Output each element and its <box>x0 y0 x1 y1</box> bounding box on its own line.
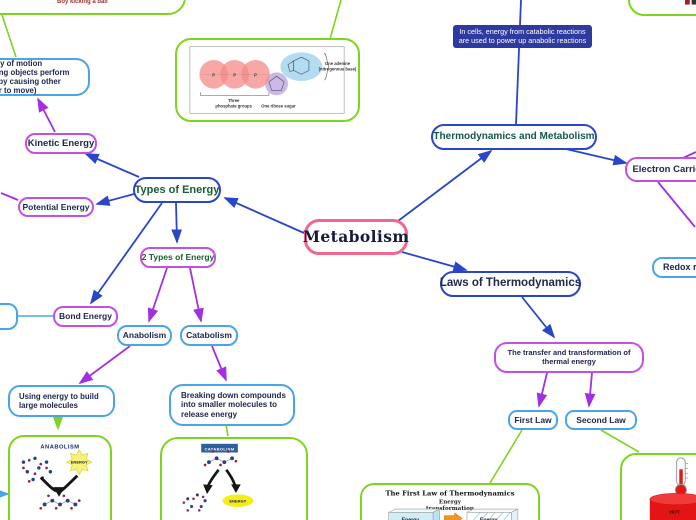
node-transfer-transformation[interactable]: The transfer and transformation of therm… <box>494 342 644 373</box>
node-kinetic-description[interactable]: Energy of motion (moving objects perform… <box>0 58 90 96</box>
first-law-diagram: The First Law of Thermodynamics Energy t… <box>385 489 519 520</box>
edge-types-2types <box>171 202 183 244</box>
edge-second-law-image <box>600 429 640 453</box>
edge-atp-up <box>329 0 342 40</box>
edge-electron-carriers-down <box>657 181 696 228</box>
atp-label-adenine-2: (nitrogenous base) <box>319 66 357 71</box>
first-law-box-right-label: Energy <box>480 517 498 520</box>
node-breaking-down[interactable]: Breaking down compounds into smaller mol… <box>169 384 295 426</box>
node-label: Using energy to build large molecules <box>19 391 99 410</box>
anabolism-diagram: ANABOLISM ENERGY <box>21 445 93 510</box>
edge-top-thermodynamics <box>515 0 522 125</box>
first-law-subtitle-2: transformation <box>426 506 474 512</box>
relationship-note[interactable]: In cells, energy from catabolic reaction… <box>453 25 592 48</box>
node-thermodynamics-and-metabolism[interactable]: Thermodynamics and Metabolism <box>431 124 597 150</box>
first-law-box-left-label: Energy <box>402 517 420 520</box>
atp-label-ribose: One ribose sugar <box>261 104 296 109</box>
edge-transfer-first-law <box>536 372 548 408</box>
svg-text:P: P <box>254 73 257 78</box>
atp-diagram: P P P Three phosphate groups One ribose … <box>189 46 357 114</box>
node-2-types-of-energy[interactable]: 2 Types of Energy <box>140 247 216 268</box>
atp-label-phosphate-groups: phosphate groups <box>215 104 252 109</box>
svg-text:P: P <box>212 73 215 78</box>
node-label: Potential Energy <box>22 201 90 212</box>
node-label: Breaking down compounds into smaller mol… <box>181 390 286 419</box>
anabolism-diagram-title: ANABOLISM <box>40 445 79 451</box>
node-electron-carriers[interactable]: Electron Carriers <box>625 157 696 182</box>
edge-anabolism-using-energy <box>78 345 131 385</box>
edge-types-kinetic <box>84 153 140 178</box>
node-label: Bond Energy <box>59 311 112 322</box>
node-metabolism[interactable]: Metabolism <box>302 219 410 255</box>
svg-text:P: P <box>233 73 236 78</box>
node-potential-energy[interactable]: Potential Energy <box>18 197 94 217</box>
second-law-diagram: HOT <box>649 457 696 520</box>
node-label: First Law <box>514 414 552 425</box>
node-second-law-image[interactable]: HOT <box>620 453 696 520</box>
hot-label: HOT <box>669 509 679 515</box>
energy-starburst <box>66 448 93 476</box>
node-label: Metabolism <box>302 226 410 246</box>
node-label: Types of Energy <box>134 183 220 196</box>
boy-image-caption: Boy kicking a ball <box>57 0 108 5</box>
edge-2types-catabolism <box>189 267 204 323</box>
node-label: Thermodynamics and Metabolism <box>433 131 595 143</box>
node-laws-of-thermodynamics[interactable]: Laws of Thermodynamics <box>440 271 581 297</box>
edge-first-law-image <box>489 429 523 484</box>
node-boy-image[interactable]: Boy kicking a ball <box>0 0 186 15</box>
node-redox-reactions[interactable]: Redox reactions <box>652 257 696 278</box>
node-left-cut[interactable] <box>0 303 18 330</box>
node-catabolism[interactable]: Catabolism <box>180 325 238 346</box>
edge-metabolism-thermodynamics <box>397 149 493 222</box>
node-second-law[interactable]: Second Law <box>565 410 637 430</box>
edge-boy-image-description <box>1 14 17 58</box>
catabolism-diagram: CATABOLISM ENERGY <box>182 443 254 512</box>
atp-label-three: Three <box>228 98 240 103</box>
edge-types-bond-energy <box>89 202 163 305</box>
node-atp-image[interactable]: P P P Three phosphate groups One ribose … <box>175 38 360 122</box>
anabolism-energy-label: ENERGY <box>71 460 88 465</box>
node-label: Redox reactions <box>662 262 696 273</box>
node-first-law[interactable]: First Law <box>508 410 558 430</box>
node-label: Electron Carriers <box>632 163 696 175</box>
node-label: Laws of Thermodynamics <box>439 277 582 290</box>
node-label: Anabolism <box>122 330 167 341</box>
node-types-of-energy[interactable]: Types of Energy <box>133 177 221 203</box>
edge-potential-offscreen <box>0 192 19 201</box>
node-label: Kinetic Energy <box>27 137 95 149</box>
first-law-subtitle-1: Energy <box>439 499 462 505</box>
edge-metabolism-types-of-energy <box>223 197 305 234</box>
node-catabolism-image[interactable]: CATABOLISM ENERGY <box>160 437 308 520</box>
node-label: Second Law <box>576 414 626 425</box>
atp-label-adenine-1: One adenine <box>325 61 351 66</box>
node-first-law-image[interactable]: The First Law of Thermodynamics Energy t… <box>360 483 540 520</box>
catabolism-energy-label: ENERGY <box>229 498 246 503</box>
edge-metabolism-laws <box>401 251 468 272</box>
node-anabolism-image[interactable]: ANABOLISM ENERGY <box>8 435 112 520</box>
edge-breaking-catabolism-image <box>225 424 229 437</box>
topright-image-content <box>685 0 696 5</box>
node-label: Energy of motion (moving objects perform… <box>0 58 70 96</box>
edge-laws-transfer <box>521 296 556 339</box>
first-law-diagram-title: The First Law of Thermodynamics <box>385 489 514 497</box>
node-label: 2 Types of Energy <box>141 252 215 263</box>
edge-2types-anabolism <box>147 267 168 323</box>
node-label: Catabolism <box>186 330 232 341</box>
edge-thermodynamics-electron-carriers <box>565 148 628 166</box>
node-kinetic-energy[interactable]: Kinetic Energy <box>25 133 97 154</box>
edge-catabolism-breaking-down <box>211 345 227 382</box>
node-topright-image[interactable] <box>628 0 696 16</box>
node-bond-energy[interactable]: Bond Energy <box>53 306 118 327</box>
edge-types-potential <box>95 193 135 206</box>
node-label: The transfer and transformation of therm… <box>507 347 631 366</box>
edge-transfer-second-law <box>584 372 596 408</box>
node-using-energy[interactable]: Using energy to build large molecules <box>8 385 115 417</box>
note-text: In cells, energy from catabolic reaction… <box>458 27 587 45</box>
edge-kinetic-description <box>37 97 56 133</box>
node-anabolism[interactable]: Anabolism <box>117 325 172 346</box>
catabolism-diagram-title: CATABOLISM <box>204 446 234 451</box>
